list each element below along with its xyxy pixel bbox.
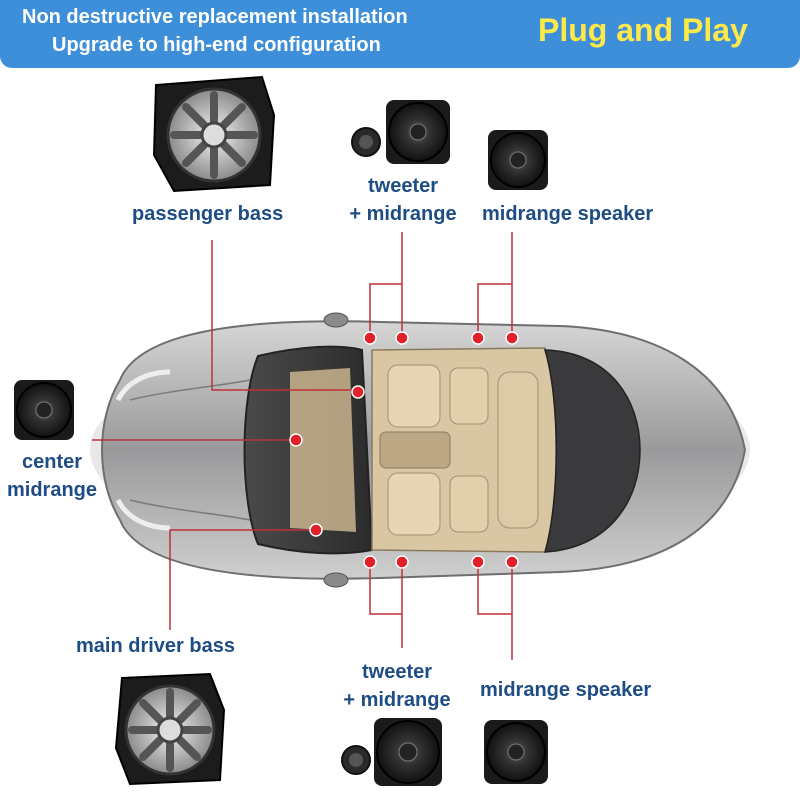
location-marker-icon <box>505 555 519 569</box>
label-midrange-bottom: midrange speaker <box>480 679 652 701</box>
location-marker-icon <box>505 331 519 345</box>
midrange-speaker-icon <box>14 380 74 440</box>
location-marker-icon <box>395 555 409 569</box>
connector-lines <box>92 232 513 660</box>
label-center-line1: center <box>21 451 83 473</box>
location-marker-icon <box>363 331 377 345</box>
label-center-line2: midrange <box>6 479 98 501</box>
label-center-midrange: center midrange <box>0 448 104 504</box>
location-marker-icon <box>471 331 485 345</box>
tweeter-icon <box>351 127 381 157</box>
speaker-markers <box>289 331 519 569</box>
label-tweeter-top-line1: tweeter <box>367 175 439 197</box>
car-top-view-icon <box>90 312 750 588</box>
label-tweeter-top-line2: + midrange <box>349 203 457 225</box>
label-main-driver-bass: main driver bass <box>76 635 235 657</box>
location-marker-icon <box>395 331 409 345</box>
location-marker-icon <box>363 555 377 569</box>
midrange-speaker-icon <box>488 130 548 190</box>
midrange-speaker-icon <box>386 100 450 164</box>
subwoofer-icon <box>152 75 276 193</box>
midrange-speaker-icon <box>374 718 442 786</box>
header-line-1: Non destructive replacement installation <box>22 6 408 28</box>
label-tweeter-bottom-line2: + midrange <box>343 689 451 711</box>
label-tweeter-bottom-line1: tweeter <box>361 661 433 683</box>
location-marker-icon <box>471 555 485 569</box>
subwoofer-icon <box>114 672 226 786</box>
header-line-2: Upgrade to high-end configuration <box>52 34 381 56</box>
location-marker-icon <box>289 433 303 447</box>
header-banner: Non destructive replacement installation… <box>0 0 800 68</box>
plug-and-play-tagline: Plug and Play <box>538 12 748 48</box>
label-tweeter-bottom: tweeter + midrange <box>332 658 462 714</box>
location-marker-icon <box>309 523 323 537</box>
label-tweeter-top: tweeter + midrange <box>338 172 468 228</box>
tweeter-icon <box>341 745 371 775</box>
label-passenger-bass: passenger bass <box>132 203 284 225</box>
midrange-speaker-icon <box>484 720 548 784</box>
location-marker-icon <box>351 385 365 399</box>
label-midrange-top: midrange speaker <box>482 203 654 225</box>
